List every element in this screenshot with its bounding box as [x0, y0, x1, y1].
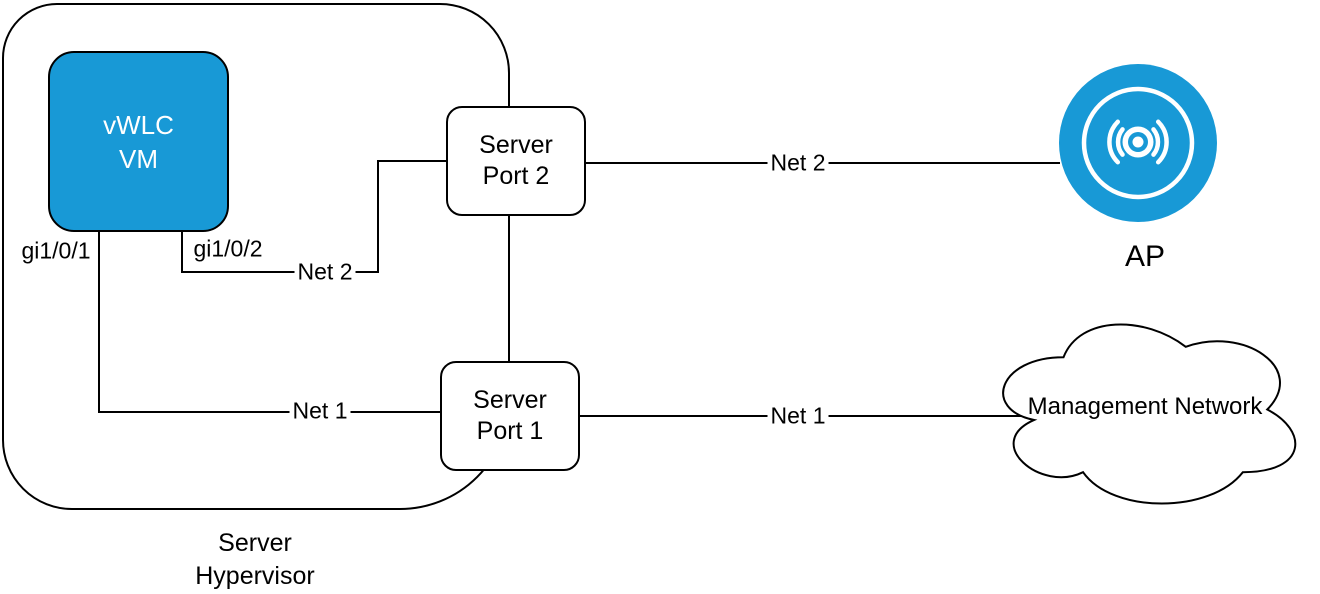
ap-wave-left-inner — [1115, 127, 1125, 157]
edge-gi101-net1 — [98, 230, 440, 413]
server-hypervisor-label: Server Hypervisor — [80, 527, 430, 593]
ap-inner-ring — [1081, 86, 1195, 200]
node-vwlc-vm: vWLC VM — [48, 51, 229, 232]
edge-label-net1-inner: Net 1 — [289, 397, 351, 425]
server-hypervisor-label-line2: Hypervisor — [195, 562, 315, 590]
ap-label: AP — [1124, 240, 1166, 273]
edge-label-net1-outer: Net 1 — [767, 402, 829, 430]
access-point-icon — [1059, 64, 1217, 222]
server-port-1-label-line2: Port 1 — [476, 417, 544, 445]
ap-wave-left-outer — [1107, 119, 1121, 165]
edge-label-net2-outer: Net 2 — [767, 149, 829, 177]
server-port-1-label-line1: Server — [473, 386, 547, 414]
port-label-gi102: gi1/0/2 — [190, 235, 266, 263]
vwlc-vm-label-line1: vWLC — [103, 109, 174, 140]
edge-gi102-net2 — [181, 160, 446, 273]
node-server-port-1: Server Port 1 — [440, 361, 580, 471]
server-hypervisor-label-line1: Server — [218, 529, 292, 557]
cloud-shape — [1002, 323, 1297, 505]
ap-wave-right-inner — [1151, 127, 1161, 157]
cloud-outline — [1002, 323, 1297, 505]
server-port-2-label-line2: Port 2 — [482, 162, 550, 190]
node-server-port-2: Server Port 2 — [446, 106, 586, 216]
management-network-label: Management Network — [1027, 393, 1263, 420]
edge-label-net2-inner: Net 2 — [294, 258, 356, 286]
server-port-2-label-line1: Server — [479, 131, 553, 159]
port-label-gi101: gi1/0/1 — [18, 237, 94, 265]
server-hypervisor-container — [2, 3, 510, 510]
ap-wave-right-outer — [1155, 119, 1169, 165]
vwlc-vm-label-line2: VM — [119, 143, 158, 174]
ap-center-dot-inner — [1132, 136, 1144, 148]
